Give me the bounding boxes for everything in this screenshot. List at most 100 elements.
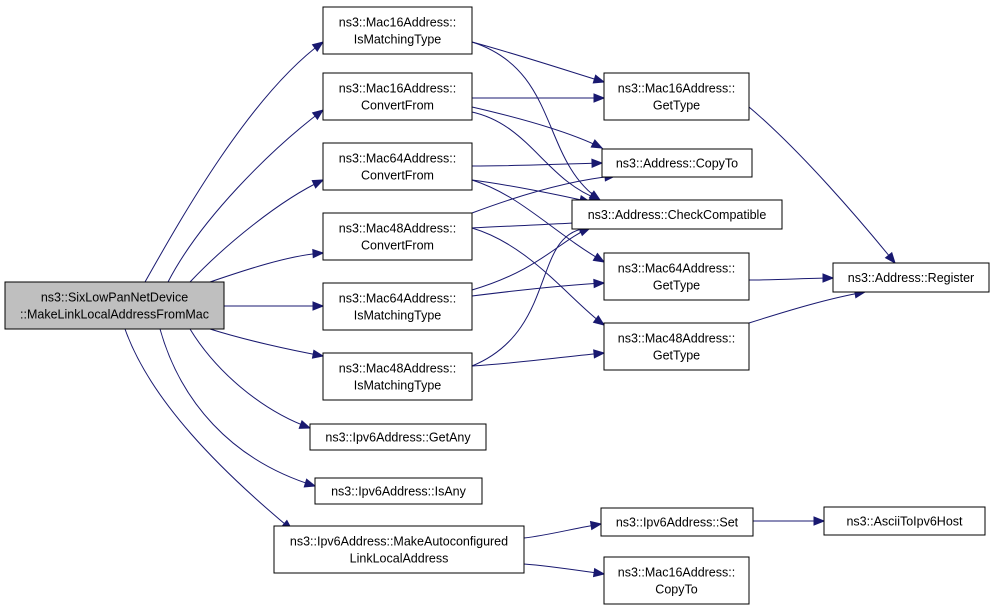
edge-m16match-to-m16type (471, 41, 606, 84)
node-m16conv[interactable]: ns3::Mac16Address::ConvertFrom (322, 72, 473, 121)
edge-m64type-to-register (748, 273, 835, 283)
node-m64type[interactable]: ns3::Mac64Address::GetType (603, 252, 750, 301)
edge-line (471, 41, 601, 201)
arrowhead (590, 139, 604, 149)
node-box (309, 423, 487, 451)
node-m48conv[interactable]: ns3::Mac48Address::ConvertFrom (322, 212, 473, 261)
node-label-line: IsMatchingType (354, 309, 442, 323)
edge-line (748, 291, 866, 324)
arrowhead (311, 109, 325, 121)
node-m16type[interactable]: ns3::Mac16Address::GetType (603, 72, 750, 121)
node-label-line: ns3::Ipv6Address::GetAny (325, 431, 471, 445)
edge-line (471, 227, 605, 326)
arrowhead (303, 478, 317, 488)
node-register[interactable]: ns3::Address::Register (832, 262, 990, 293)
arrowhead (589, 520, 603, 531)
node-label-line: ns3::Mac48Address:: (339, 222, 456, 236)
node-label-line: ns3::Mac64Address:: (339, 152, 456, 166)
edge-line (471, 41, 605, 83)
arrowhead (298, 419, 312, 429)
edge-line (748, 277, 834, 281)
edge-m64conv-to-m64type (471, 179, 606, 263)
node-label-line: IsMatchingType (354, 379, 442, 393)
node-label-line: ns3::Mac48Address:: (339, 362, 456, 376)
node-label-line: GetType (653, 99, 700, 113)
edge-m64match-to-m64type (471, 278, 606, 297)
node-check[interactable]: ns3::Address::CheckCompatible (571, 199, 783, 230)
edge-line (471, 111, 601, 201)
arrowhead (822, 273, 835, 283)
edges-layer (124, 41, 896, 578)
node-box (601, 148, 753, 178)
edge-line (523, 563, 605, 575)
node-label-line: ns3::Ipv6Address::IsAny (331, 485, 467, 499)
node-box (322, 72, 473, 121)
arrowhead (592, 74, 606, 84)
node-box (832, 262, 990, 293)
arrowhead (311, 349, 325, 359)
node-label-line: GetType (653, 279, 700, 293)
edge-m16conv-to-copyto (471, 106, 604, 149)
node-label-line: ns3::Ipv6Address::Set (616, 516, 739, 530)
node-box (4, 281, 225, 330)
node-box (603, 322, 750, 371)
node-box (603, 556, 750, 605)
edge-line (471, 227, 591, 367)
node-label-line: ns3::Mac64Address:: (339, 292, 456, 306)
node-m64match[interactable]: ns3::Mac64Address::IsMatchingType (322, 282, 473, 331)
node-label-line: ConvertFrom (361, 99, 434, 113)
edge-root-to-v6isany (159, 328, 317, 488)
edge-m64conv-to-copyto (471, 158, 604, 169)
edge-root-to-m48match (209, 328, 325, 359)
node-v6set[interactable]: ns3::Ipv6Address::Set (600, 507, 754, 537)
node-root[interactable]: ns3::SixLowPanNetDevice::MakeLinkLocalAd… (4, 281, 225, 330)
node-label-line: ns3::Address::CheckCompatible (588, 208, 767, 222)
node-label-line: ns3::Mac16Address:: (618, 566, 735, 580)
nodes-layer: ns3::SixLowPanNetDevice::MakeLinkLocalAd… (4, 6, 990, 605)
edge-line (471, 175, 616, 214)
node-box (571, 199, 783, 230)
edge-root-to-v6auto (124, 328, 294, 531)
edge-root-to-m64conv (189, 179, 325, 283)
node-v6isany[interactable]: ns3::Ipv6Address::IsAny (314, 477, 483, 505)
node-label-line: ns3::SixLowPanNetDevice (41, 291, 188, 305)
node-copyto[interactable]: ns3::Address::CopyTo (601, 148, 753, 178)
edge-line (523, 523, 602, 539)
arrowhead (592, 567, 606, 578)
node-box (273, 525, 525, 574)
edge-v6auto-to-m16copy (523, 563, 606, 578)
node-v6auto[interactable]: ns3::Ipv6Address::MakeAutoconfiguredLink… (273, 525, 525, 574)
edge-root-to-m16conv (167, 109, 325, 283)
edge-m16type-to-register (748, 106, 896, 265)
edge-line (189, 179, 324, 283)
node-box (322, 282, 473, 331)
edge-m48match-to-check (471, 223, 592, 367)
node-ascii[interactable]: ns3::AsciiToIpv6Host (823, 506, 986, 536)
node-m16match[interactable]: ns3::Mac16Address::IsMatchingType (322, 6, 473, 55)
edge-v6set-to-ascii (752, 516, 826, 526)
arrowhead (312, 248, 325, 259)
node-box (600, 507, 754, 537)
node-m64conv[interactable]: ns3::Mac64Address::ConvertFrom (322, 142, 473, 191)
arrowhead (311, 179, 325, 189)
edge-root-to-v6any (189, 328, 312, 429)
node-m48match[interactable]: ns3::Mac48Address::IsMatchingType (322, 352, 473, 401)
node-label-line: ConvertFrom (361, 169, 434, 183)
node-v6any[interactable]: ns3::Ipv6Address::GetAny (309, 423, 487, 451)
node-label-line: ns3::Ipv6Address::MakeAutoconfigured (290, 535, 508, 549)
node-label-line: ns3::Mac48Address:: (618, 332, 735, 346)
edge-m48conv-to-m48type (471, 227, 606, 326)
node-m48type[interactable]: ns3::Mac48Address::GetType (603, 322, 750, 371)
node-m16copy[interactable]: ns3::Mac16Address::CopyTo (603, 556, 750, 605)
edge-line (471, 106, 603, 149)
node-label-line: ns3::AsciiToIpv6Host (846, 515, 963, 529)
node-label-line: ns3::Address::CopyTo (616, 157, 738, 171)
node-box (314, 477, 483, 505)
edge-root-to-m16match (144, 41, 325, 283)
node-label-line: CopyTo (655, 583, 697, 597)
node-label-line: ns3::Mac16Address:: (339, 16, 456, 30)
node-box (322, 352, 473, 401)
edge-line (209, 328, 324, 357)
edge-line (748, 106, 896, 264)
edge-line (471, 162, 603, 167)
